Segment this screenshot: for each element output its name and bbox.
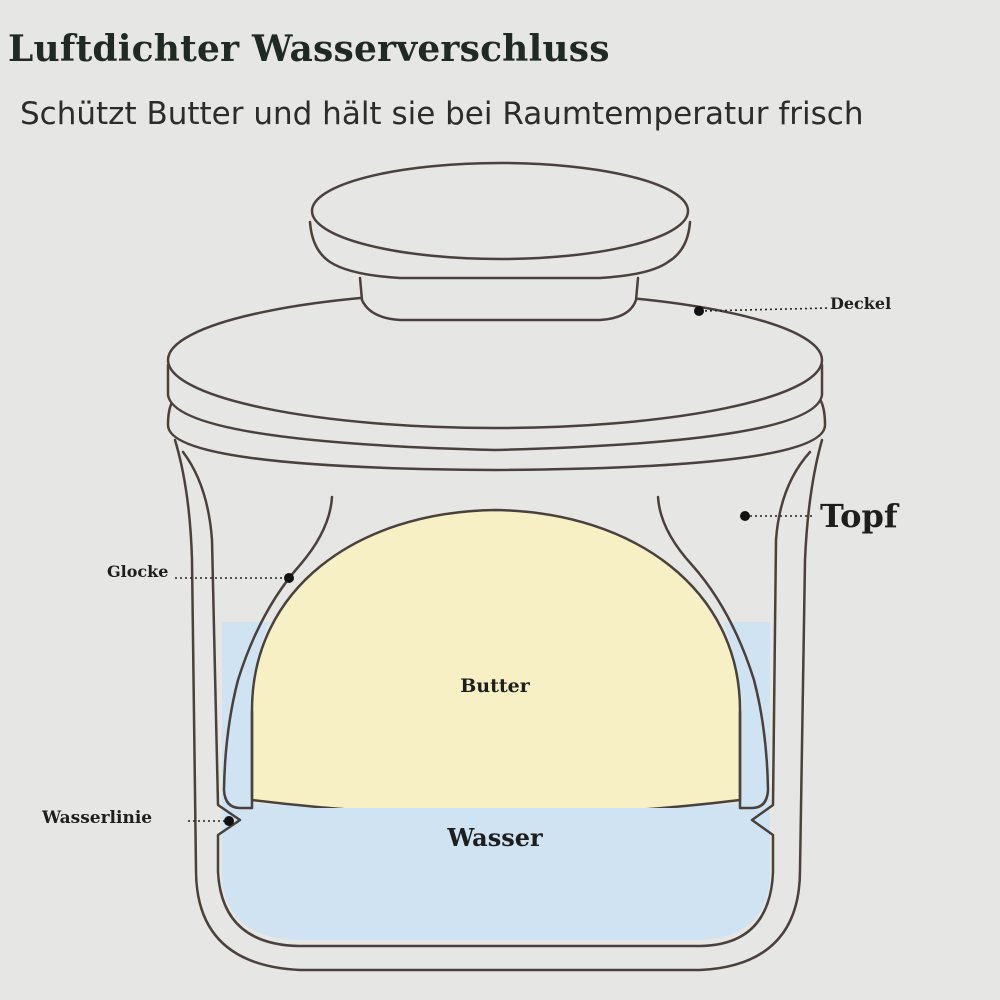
lid-knob-top: [310, 161, 690, 261]
label-butter: Butter: [460, 675, 531, 697]
wasserlinie-marker: [224, 816, 234, 826]
page-title: Luftdichter Wasserverschluss: [8, 28, 610, 70]
label-wasserlinie: Wasserlinie: [41, 808, 152, 828]
water-under-butter: [252, 803, 740, 818]
label-wasser: Wasser: [446, 823, 543, 852]
deckel-leader: [699, 307, 831, 312]
glocke-marker: [284, 573, 294, 583]
label-deckel: Deckel: [830, 294, 891, 313]
bell-left-wall: [222, 495, 334, 810]
page-subtitle: Schützt Butter und hält sie bei Raumtemp…: [20, 96, 864, 132]
bell-right-wall: [656, 495, 770, 810]
pot-inner-wall: [181, 450, 812, 948]
topf-marker: [740, 511, 750, 521]
label-glocke: Glocke: [107, 562, 168, 581]
pot-body: [173, 438, 824, 972]
label-topf: Topf: [820, 497, 900, 535]
deckel-marker: [694, 306, 704, 316]
lid-knob-stem: [358, 276, 640, 322]
